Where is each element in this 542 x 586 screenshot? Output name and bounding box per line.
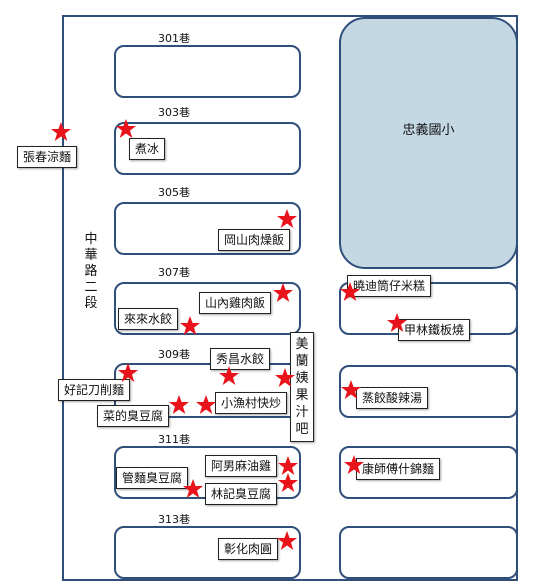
star-marker-icon[interactable]	[339, 281, 361, 303]
star-marker-icon[interactable]	[179, 315, 201, 337]
shop-label-xiaodi[interactable]: 曉迪筒仔米糕	[347, 275, 432, 297]
lane-label: 309巷	[158, 348, 190, 361]
lane-label: 307巷	[158, 266, 190, 279]
shop-label-gangshan[interactable]: 岡山肉燥飯	[218, 229, 291, 251]
road-label: 中 華 路 二 段	[84, 232, 98, 311]
shop-label-guanmian[interactable]: 管麵臭豆腐	[116, 467, 189, 489]
shop-label-xiaoyucun[interactable]: 小漁村快炒	[215, 392, 288, 414]
block-301	[114, 45, 301, 98]
star-marker-icon[interactable]	[276, 208, 298, 230]
shop-label-zhanghua[interactable]: 彰化肉圓	[218, 538, 279, 560]
star-marker-icon[interactable]	[182, 478, 204, 500]
school-block: 忠義國小	[339, 17, 518, 269]
star-marker-icon[interactable]	[386, 312, 408, 334]
shop-label-meilan[interactable]: 美 蘭 姨 果 汁 吧	[290, 332, 314, 442]
star-marker-icon[interactable]	[277, 472, 299, 494]
shop-label-shannei[interactable]: 山內雞肉飯	[199, 292, 272, 314]
lane-label: 305巷	[158, 186, 190, 199]
shop-label-xiuchang[interactable]: 秀昌水餃	[210, 348, 271, 370]
star-marker-icon[interactable]	[195, 394, 217, 416]
lane-label: 303巷	[158, 106, 190, 119]
star-marker-icon[interactable]	[340, 379, 362, 401]
lane-label: 311巷	[158, 433, 190, 446]
shop-label-kangshi[interactable]: 康師傅什錦麵	[356, 458, 441, 480]
star-marker-icon[interactable]	[218, 365, 240, 387]
star-marker-icon[interactable]	[343, 454, 365, 476]
lane-label: 301巷	[158, 32, 190, 45]
shop-label-haoji[interactable]: 好記刀削麵	[58, 379, 131, 401]
shop-label-caide[interactable]: 菜的臭豆腐	[97, 405, 170, 427]
block-right-4	[339, 526, 518, 579]
star-marker-icon[interactable]	[168, 394, 190, 416]
star-marker-icon[interactable]	[115, 118, 137, 140]
star-marker-icon[interactable]	[50, 121, 72, 143]
shop-label-anan[interactable]: 阿男麻油雞	[205, 455, 278, 477]
star-marker-icon[interactable]	[274, 367, 296, 389]
shop-label-laila[interactable]: 來來水餃	[118, 308, 179, 330]
school-label: 忠義國小	[402, 123, 455, 138]
shop-label-zhengjiao[interactable]: 蒸餃酸辣湯	[356, 387, 429, 409]
shop-label-zhu-bing[interactable]: 煮冰	[129, 138, 166, 160]
shop-label-zhang-chun[interactable]: 張春涼麵	[17, 146, 78, 168]
shop-label-jialin[interactable]: 甲林鐵板燒	[398, 319, 471, 341]
shop-label-linji[interactable]: 林記臭豆腐	[205, 483, 278, 505]
star-marker-icon[interactable]	[276, 530, 298, 552]
star-marker-icon[interactable]	[117, 362, 139, 384]
lane-label: 313巷	[158, 513, 190, 526]
star-marker-icon[interactable]	[272, 282, 294, 304]
star-marker-icon[interactable]	[277, 455, 299, 477]
